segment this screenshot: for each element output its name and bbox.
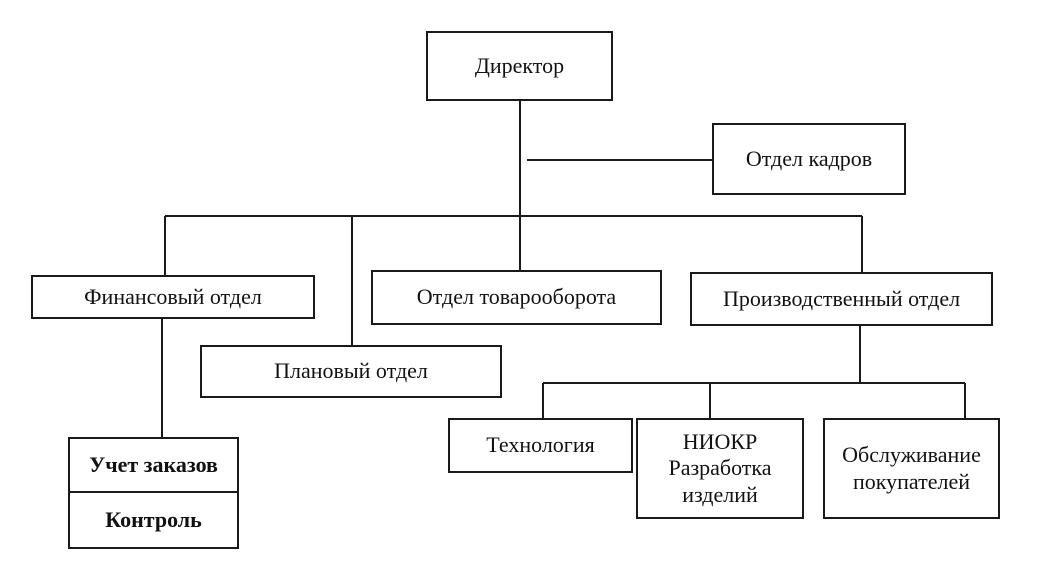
customer-service-label-line2: покупателей [852, 468, 970, 494]
customer-service-box: Обслуживание покупателей [823, 418, 1000, 519]
trade-department-box: Отдел товарооборота [371, 270, 662, 325]
rnd-box: НИОКР Разработка изделий [636, 418, 804, 519]
director-box: Директор [426, 31, 613, 101]
technology-label: Технология [486, 432, 595, 458]
rnd-label-line2: Разработка [668, 455, 772, 481]
rnd-label-line3: изделий [682, 481, 758, 507]
hr-department-label: Отдел кадров [745, 145, 873, 171]
control-label: Контроль [105, 506, 202, 532]
order-accounting-label: Учет заказов [89, 451, 218, 477]
order-accounting-box: Учет заказов [68, 437, 239, 493]
rnd-label-line1: НИОКР [682, 428, 758, 454]
technology-box: Технология [448, 418, 633, 473]
customer-service-label-line1: Обслуживание [842, 442, 981, 468]
hr-department-box: Отдел кадров [712, 123, 906, 195]
trade-department-label: Отдел товарооборота [416, 284, 617, 310]
planning-department-box: Плановый отдел [200, 345, 502, 398]
finance-department-label: Финансовый отдел [84, 283, 262, 309]
planning-department-label: Плановый отдел [274, 358, 428, 384]
control-box: Контроль [68, 491, 239, 549]
finance-department-box: Финансовый отдел [31, 275, 315, 319]
production-department-box: Производственный отдел [690, 272, 993, 326]
production-department-label: Производственный отдел [722, 285, 961, 311]
director-label: Директор [474, 52, 565, 78]
